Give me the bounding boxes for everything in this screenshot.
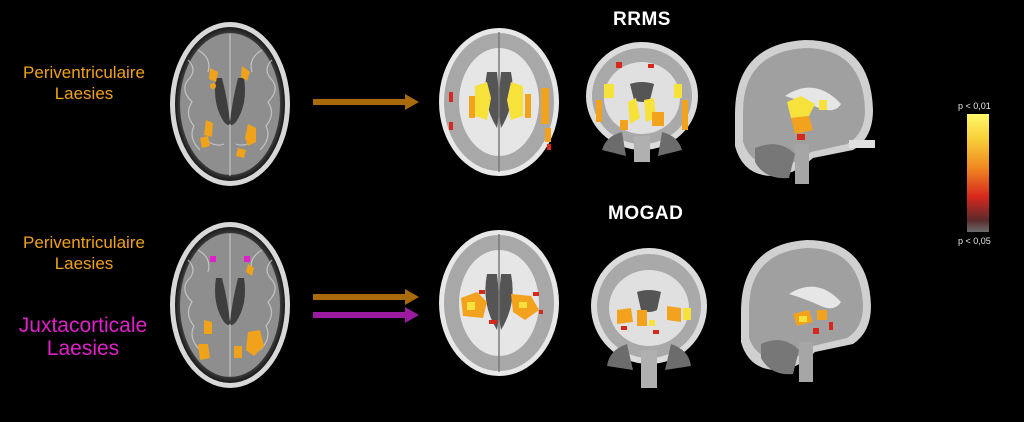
top-axial-template [437, 26, 561, 178]
top-label-line2: Laesies [54, 84, 114, 103]
bottom-periventricular-label: Periventriculaire Laesies [6, 232, 162, 274]
bottom-arrow-orange [313, 289, 419, 305]
significance-colorbar [967, 114, 989, 232]
top-periventricular-label: Periventriculaire Laesies [6, 62, 162, 104]
bottom-juxtacortical-label: Juxtacorticale Laesies [4, 314, 162, 360]
bottom-label1-line1: Periventriculaire [23, 233, 145, 252]
bottom-label1-line2: Laesies [54, 254, 114, 273]
bottom-section-title: MOGAD [608, 203, 684, 224]
bottom-label2-line2: Laesies [46, 337, 120, 360]
bottom-label2-line1: Juxtacorticale [18, 314, 148, 337]
colorbar-top-label: p < 0,01 [958, 101, 991, 111]
colorbar-bottom-label: p < 0,05 [958, 236, 991, 246]
top-arrow [313, 94, 419, 110]
bottom-sagittal-template [733, 238, 873, 382]
bottom-flair-mri [168, 220, 292, 390]
bottom-arrow-magenta [313, 307, 419, 323]
top-label-line1: Periventriculaire [23, 63, 145, 82]
top-flair-mri [168, 20, 292, 188]
top-coronal-template [582, 40, 702, 162]
top-section-title: RRMS [613, 9, 671, 30]
bottom-axial-template [437, 228, 561, 378]
bottom-coronal-template [587, 246, 711, 388]
top-sagittal-template [725, 36, 875, 184]
